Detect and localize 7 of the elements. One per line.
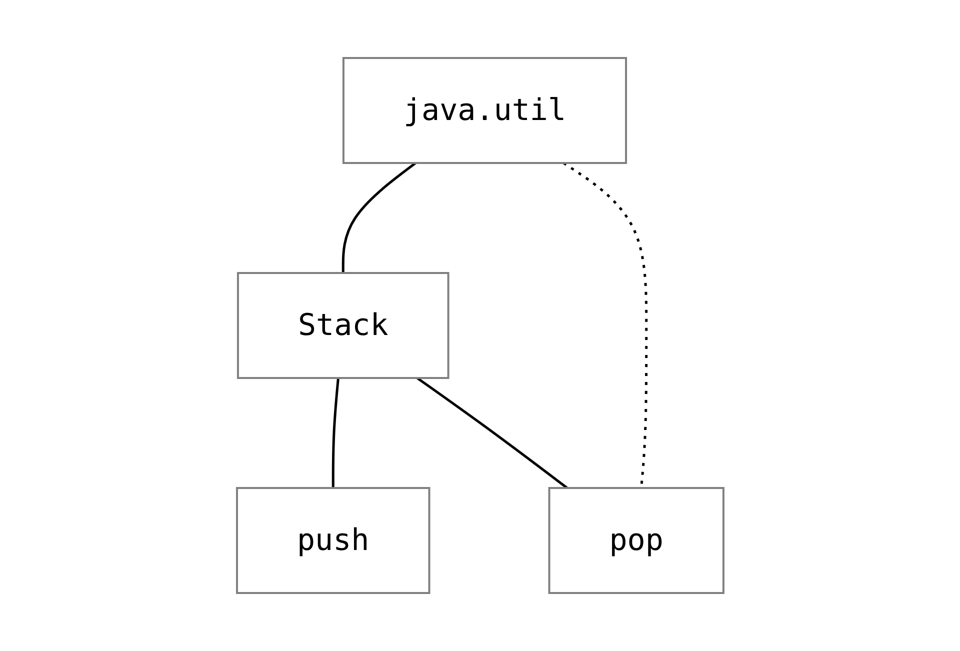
node-box: pop xyxy=(548,487,724,594)
node-box: push xyxy=(236,487,430,594)
connector xyxy=(332,378,340,488)
connector xyxy=(342,162,416,273)
node-box: Stack xyxy=(236,272,450,379)
connector xyxy=(416,376,568,489)
node-box: java.util xyxy=(342,57,627,164)
